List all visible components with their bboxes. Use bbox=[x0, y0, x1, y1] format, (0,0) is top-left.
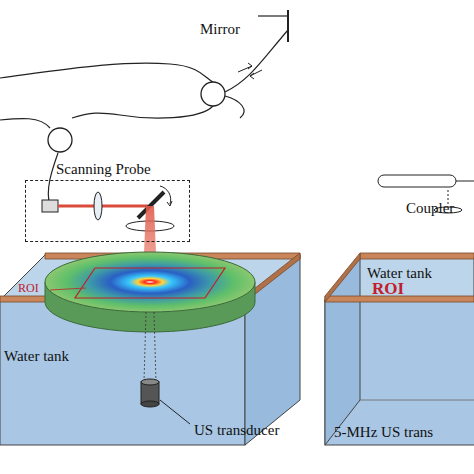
probe-box: Scanning Probe bbox=[25, 180, 190, 242]
laser-beam bbox=[58, 205, 148, 208]
region-label: ROI bbox=[372, 280, 404, 299]
node-label: Water tank bbox=[4, 348, 69, 365]
water-tank bbox=[325, 253, 474, 445]
fiber-collimator bbox=[42, 200, 58, 212]
leader-line bbox=[160, 400, 190, 424]
direction-arrows bbox=[238, 63, 262, 79]
mirror-symbol bbox=[258, 10, 288, 42]
ultrasound-transducer bbox=[141, 379, 159, 407]
component-label: 5-MHz US trans bbox=[334, 424, 433, 441]
water-tank bbox=[0, 253, 300, 445]
lens-symbol bbox=[94, 192, 102, 220]
leader-line bbox=[50, 288, 86, 290]
node-label: Scanning Probe bbox=[56, 161, 151, 178]
optical-fiber bbox=[0, 30, 288, 205]
region-label: ROI bbox=[18, 282, 39, 295]
sample-disc bbox=[45, 252, 255, 332]
component-label: US transducer bbox=[194, 422, 279, 439]
ultrasound-path bbox=[144, 312, 156, 382]
component-label: Coupler bbox=[406, 200, 454, 217]
fiber-circulator bbox=[48, 128, 72, 152]
fiber-circulator bbox=[201, 82, 225, 106]
component-label: Mirror bbox=[200, 21, 240, 38]
